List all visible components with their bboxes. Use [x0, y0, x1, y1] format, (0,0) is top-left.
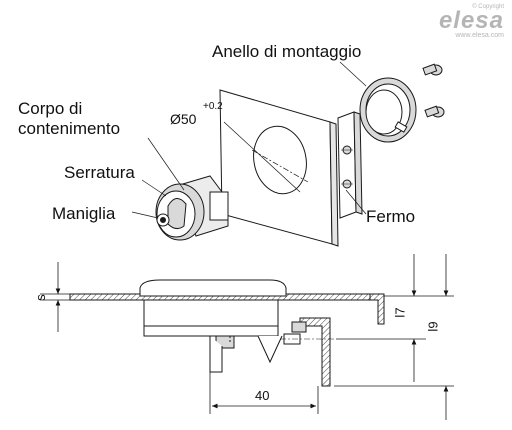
- section-lock-body: [139, 279, 287, 373]
- label-handle: Maniglia: [52, 204, 116, 223]
- dim-l7: [336, 254, 426, 382]
- dim-l9: [334, 254, 454, 420]
- panel-hole: [253, 125, 307, 195]
- label-mounting-ring: Anello di montaggio: [212, 42, 362, 61]
- label-body-line1: Corpo di: [18, 99, 83, 118]
- mounting-ring-leader: [339, 61, 367, 87]
- section-stop: [280, 317, 336, 387]
- handle-leader: [131, 211, 159, 219]
- copyright-text: © Copyright: [472, 4, 504, 10]
- label-stop: Fermo: [366, 207, 416, 226]
- label-body-line2: contenimento: [18, 119, 121, 138]
- dim-l9-label: l9: [425, 321, 441, 332]
- lock-leader: [141, 179, 167, 197]
- stop-leader: [345, 189, 367, 215]
- dim-40: [209, 372, 319, 414]
- dim-s: [40, 262, 70, 332]
- brand-website: www.elesa.com: [455, 32, 504, 39]
- dim-s-label: s: [32, 294, 48, 301]
- screw-bottom: [424, 105, 445, 118]
- dim-40-label: 40: [255, 388, 270, 403]
- label-lock: Serratura: [64, 163, 135, 182]
- dim-l7-label: l7: [392, 307, 408, 318]
- elesa-logo: © Copyright elesa www.elesa.com: [439, 4, 504, 39]
- screw-top: [422, 63, 443, 76]
- mounting-ring: [359, 77, 417, 143]
- panel-hole-centerline: [251, 149, 309, 183]
- body-leader: [147, 137, 185, 191]
- stop-bracket: [337, 111, 363, 219]
- brand-name: elesa: [438, 7, 504, 34]
- label-diameter: Ø50: [170, 111, 197, 127]
- label-diameter-tolerance: +0.2: [203, 101, 223, 112]
- diameter-leader: [223, 121, 301, 193]
- lock-assembly: [155, 175, 229, 241]
